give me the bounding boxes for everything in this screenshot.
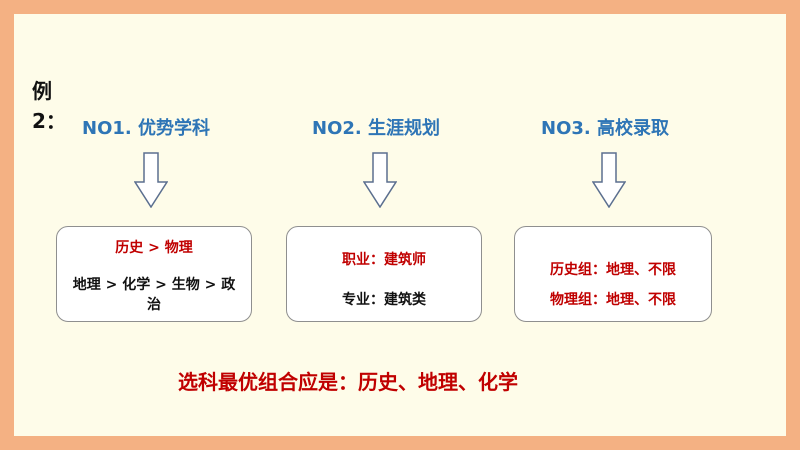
conclusion: 选科最优组合应是：历史、地理、化学	[178, 370, 518, 394]
heading-career-planning: NO2. 生涯规划	[312, 118, 440, 139]
example-label: 例 2：	[32, 79, 66, 133]
slide: 例 2： NO1. 优势学科 NO2. 生涯规划 NO3. 高校录取 历史 > …	[14, 14, 786, 436]
heading-advantage-subjects: NO1. 优势学科	[82, 118, 210, 139]
advantage-subjects-box: 历史 > 物理 地理 > 化学 > 生物 > 政治	[56, 226, 252, 322]
university-admission-box: 历史组：地理、不限 物理组：地理、不限	[514, 226, 712, 322]
down-arrow-icon	[592, 152, 626, 208]
history-group-requirement: 历史组：地理、不限	[550, 262, 676, 278]
career-occupation: 职业：建筑师	[342, 252, 426, 268]
career-major: 专业：建筑类	[342, 292, 426, 308]
subject-ranking-primary: 历史 > 物理	[115, 240, 193, 256]
down-arrow-icon	[134, 152, 168, 208]
heading-university-admission: NO3. 高校录取	[541, 118, 669, 139]
subject-ranking-secondary: 地理 > 化学 > 生物 > 政治	[72, 277, 236, 313]
career-planning-box: 职业：建筑师 专业：建筑类	[286, 226, 482, 322]
down-arrow-icon	[363, 152, 397, 208]
physics-group-requirement: 物理组：地理、不限	[550, 292, 676, 308]
